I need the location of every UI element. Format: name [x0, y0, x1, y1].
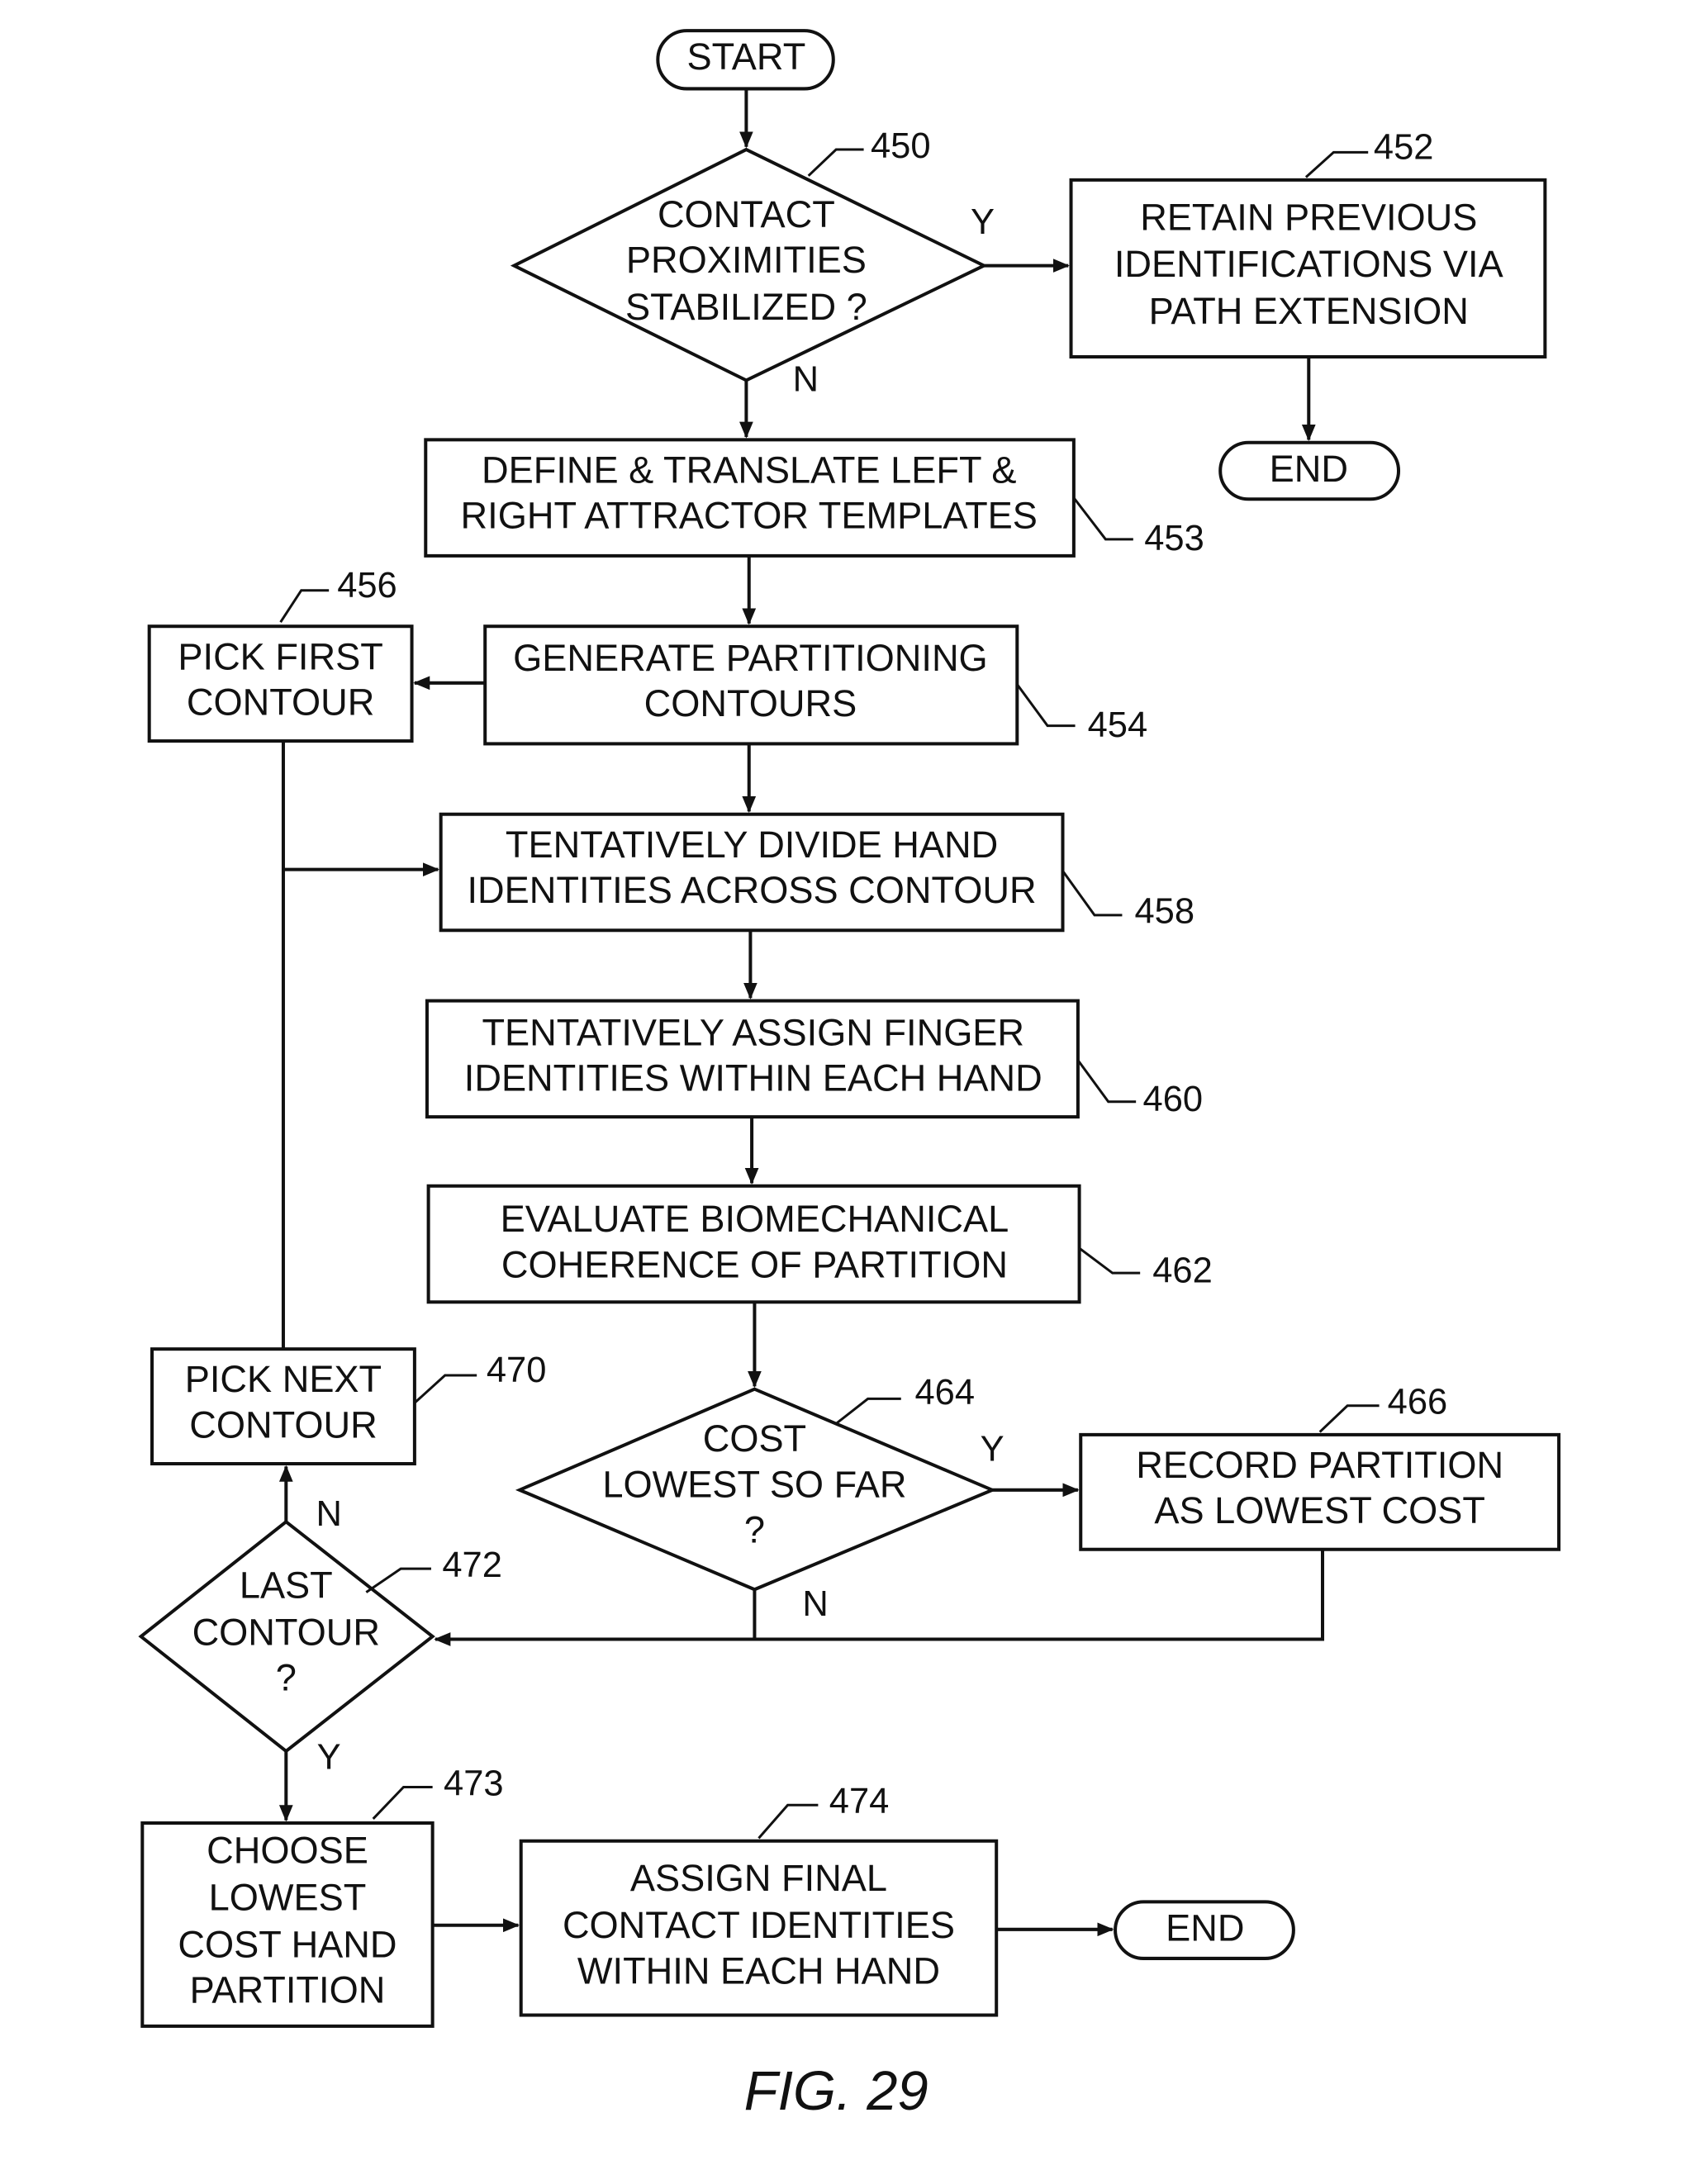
decision-text: LAST [240, 1564, 333, 1607]
process-text: IDENTIFICATIONS VIA [1114, 243, 1504, 285]
process-text: CONTOUR [187, 681, 374, 723]
leader-line [366, 1569, 431, 1592]
process-text: COST HAND [178, 1923, 397, 1965]
leader-line [1017, 684, 1075, 725]
process-460: TENTATIVELY ASSIGN FINGER IDENTITIES WIT… [427, 1001, 1203, 1120]
yes-label: Y [317, 1738, 341, 1778]
ref-label: 456 [337, 566, 397, 605]
process-452: RETAIN PREVIOUS IDENTIFICATIONS VIA PATH… [1071, 128, 1546, 357]
decision-text: LOWEST SO FAR [602, 1463, 906, 1505]
decision-text: STABILIZED ? [625, 286, 867, 328]
process-text: RECORD PARTITION [1136, 1444, 1503, 1486]
process-474: ASSIGN FINAL CONTACT IDENTITIES WITHIN E… [521, 1782, 996, 2015]
decision-text: ? [744, 1509, 765, 1551]
decision-472: LAST CONTOUR ? 472 [141, 1522, 502, 1751]
process-text: AS LOWEST COST [1154, 1489, 1485, 1531]
process-473: CHOOSE LOWEST COST HAND PARTITION 473 [142, 1764, 503, 2026]
leader-line [1062, 871, 1122, 915]
process-text: RETAIN PREVIOUS [1140, 196, 1477, 238]
leader-line [809, 150, 864, 176]
leader-line [758, 1805, 818, 1838]
decision-464: COST LOWEST SO FAR ? 464 [520, 1373, 992, 1589]
ref-label: 466 [1388, 1383, 1448, 1422]
ref-label: 450 [871, 126, 931, 166]
start-label: START [686, 36, 805, 78]
decision-text: ? [276, 1657, 297, 1699]
process-text: COHERENCE OF PARTITION [501, 1243, 1008, 1285]
ref-label: 454 [1088, 705, 1148, 745]
leader-line [1078, 1061, 1136, 1102]
process-text: TENTATIVELY ASSIGN FINGER [482, 1011, 1024, 1053]
no-label: N [316, 1494, 341, 1534]
ref-label: 474 [829, 1782, 890, 1821]
arrow [435, 1550, 1323, 1640]
decision-450: CONTACT PROXIMITIES STABILIZED ? 450 [514, 126, 984, 381]
process-466: RECORD PARTITION AS LOWEST COST 466 [1080, 1383, 1559, 1550]
yes-label: Y [971, 202, 995, 242]
leader-line [281, 591, 330, 622]
process-453: DEFINE & TRANSLATE LEFT & RIGHT ATTRACTO… [425, 439, 1204, 558]
leader-line [1080, 1248, 1141, 1273]
process-462: EVALUATE BIOMECHANICAL COHERENCE OF PART… [429, 1186, 1213, 1303]
yes-label: Y [981, 1429, 1004, 1469]
process-470: PICK NEXT CONTOUR 470 [152, 1349, 546, 1464]
process-text: PICK NEXT [185, 1358, 382, 1400]
process-text: CHOOSE [207, 1830, 368, 1872]
leader-line [1320, 1406, 1380, 1432]
process-454: GENERATE PARTITIONING CONTOURS 454 [485, 626, 1147, 745]
leader-line [415, 1375, 477, 1403]
process-text: GENERATE PARTITIONING [513, 637, 988, 679]
decision-text: CONTACT [658, 193, 835, 235]
process-text: IDENTITIES WITHIN EACH HAND [464, 1057, 1042, 1099]
ref-label: 470 [487, 1351, 547, 1390]
ref-label: 452 [1374, 128, 1434, 168]
decision-text: CONTOUR [192, 1611, 380, 1653]
process-text: LOWEST [209, 1877, 367, 1919]
process-text: PICK FIRST [178, 635, 382, 677]
no-label: N [793, 360, 819, 400]
ref-label: 462 [1152, 1251, 1213, 1291]
end-terminal-1: END [1220, 443, 1399, 500]
process-456: PICK FIRST CONTOUR 456 [150, 566, 412, 741]
process-text: TENTATIVELY DIVIDE HAND [506, 824, 998, 866]
process-text: EVALUATE BIOMECHANICAL [501, 1198, 1009, 1240]
process-text: RIGHT ATTRACTOR TEMPLATES [461, 495, 1038, 537]
process-text: DEFINE & TRANSLATE LEFT & [482, 449, 1016, 491]
ref-label: 453 [1144, 519, 1204, 558]
process-text: PATH EXTENSION [1149, 290, 1469, 332]
leader-line [1306, 152, 1368, 177]
no-label: N [802, 1584, 828, 1624]
process-text: CONTOUR [189, 1403, 377, 1446]
ref-label: 464 [914, 1373, 975, 1412]
ref-label: 472 [442, 1545, 502, 1585]
figure-label: FIG. 29 [744, 2060, 928, 2122]
end-terminal-2: END [1115, 1902, 1294, 1958]
process-text: CONTOURS [644, 682, 857, 724]
leader-line [373, 1787, 433, 1818]
ref-label: 458 [1134, 892, 1194, 932]
process-458: TENTATIVELY DIVIDE HAND IDENTITIES ACROS… [441, 814, 1194, 932]
process-text: WITHIN EACH HAND [577, 1949, 940, 1992]
end-label: END [1270, 448, 1348, 490]
leader-line [836, 1398, 901, 1423]
process-text: PARTITION [190, 1969, 386, 2011]
decision-text: PROXIMITIES [626, 239, 867, 281]
leader-line [1074, 498, 1133, 539]
ref-label: 460 [1143, 1080, 1204, 1119]
end-label: END [1166, 1906, 1244, 1949]
process-text: IDENTITIES ACROSS CONTOUR [468, 869, 1037, 911]
process-text: CONTACT IDENTITIES [563, 1904, 955, 1946]
decision-text: COST [703, 1417, 806, 1460]
start-terminal: START [658, 31, 833, 88]
process-text: ASSIGN FINAL [630, 1857, 887, 1899]
ref-label: 473 [444, 1764, 504, 1803]
